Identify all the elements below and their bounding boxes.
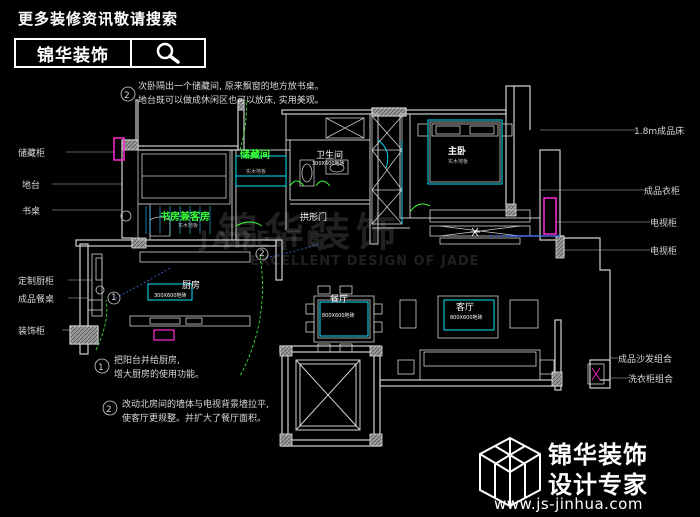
label-storage-cabinet: 储藏柜 [18, 149, 46, 159]
kitchen-magenta-stove [153, 329, 175, 341]
study-floor: 实木地板 [178, 223, 199, 229]
note-2b-line1: 改动北房间的墙体与电视背景墙拉平, [122, 400, 269, 410]
door-swings [235, 180, 431, 227]
watermark-brand: 锦华装饰 [218, 210, 402, 256]
laundry-icon [591, 367, 601, 381]
living-furniture [397, 295, 555, 381]
storage-room-outline [235, 155, 287, 187]
label-bed: 1.8m成品床 [634, 127, 685, 137]
study-bed-stripes [145, 206, 211, 234]
master-floor: 实木地板 [448, 159, 469, 165]
dining-cyan-outline [319, 301, 369, 337]
label-laundry-set: 洗衣柜组合 [628, 375, 674, 385]
bathroom-tile: 300X600地砖 [312, 161, 345, 167]
storage-floor: 实木地板 [246, 169, 267, 175]
label-dining-cabinet: 成品餐桌 [18, 295, 55, 305]
room-living: 客厅 [456, 303, 475, 313]
living-cyan-rug [443, 299, 495, 331]
corner-brand-line2: 设计专家 [548, 471, 648, 499]
plan-marker-1: 1 [111, 293, 117, 303]
search-bar[interactable]: 锦华装饰 [14, 38, 206, 68]
note-marker-text-1: 2 [124, 91, 130, 101]
label-decor-cabinet: 装饰柜 [18, 327, 46, 337]
room-bathroom: 卫生间 [316, 151, 344, 161]
room-storage: 储藏间 [240, 150, 270, 161]
cyan-door-swing [377, 139, 389, 169]
page-title: 更多装修资讯敬请搜索 [18, 10, 179, 28]
label-wardrobe: 成品衣柜 [644, 187, 681, 197]
dining-furniture [305, 285, 383, 353]
note-1-line2: 增大厨房的使用功能。 [114, 370, 205, 380]
laundry-unit [587, 363, 605, 385]
plan-marker-2: 2 [259, 249, 265, 259]
cube-logo-icon [479, 436, 541, 508]
corner-url[interactable]: www.js-jinhua.com [494, 495, 643, 513]
label-sofa-set: 成品沙发组合 [618, 355, 673, 365]
label-tv-cabinet-2: 电视柜 [650, 247, 678, 257]
note-2a-line2: 地台既可以做成休闲区也可以放床, 实用美观。 [138, 96, 324, 106]
magnifier-icon [156, 42, 180, 64]
note-2a: 次卧隔出一个储藏间, 原来飘窗的地方放书桌。 地台既可以做成休闲区也可以放床, … [138, 80, 324, 108]
tv-units [429, 225, 531, 245]
label-kitchen-cabinet: 定制厨柜 [18, 277, 55, 287]
kitchen-tile: 300X600地砖 [154, 293, 187, 299]
living-tile: 800X600地砖 [450, 315, 483, 321]
corner-brand: 锦华装饰 设计专家 [548, 440, 648, 500]
room-arch-door: 拱形门 [300, 213, 328, 223]
label-platform: 地台 [22, 181, 41, 191]
room-master-bed: 主卧 [448, 147, 467, 157]
room-study: 书房兼客房 [160, 212, 210, 223]
brand-search-label: 锦华装饰 [16, 40, 132, 66]
bathroom-fixtures [299, 117, 365, 187]
note-markers [94, 86, 269, 416]
dining-tile: 800X600地砖 [322, 313, 355, 319]
note-2a-line1: 次卧隔出一个储藏间, 原来飘窗的地方放书桌。 [138, 82, 324, 92]
tv-fan-icon [470, 227, 480, 237]
watermark-en2: EXCELLENT DESIGN OF JADE [250, 254, 480, 269]
corner-brand-line1: 锦华装饰 [548, 441, 648, 469]
study-furniture [120, 149, 231, 241]
note-callout-curves [95, 99, 263, 377]
blue-callout-curves [111, 243, 321, 301]
master-bed-furniture [371, 115, 531, 225]
note-2b-line2: 使客厅更规整。并扩大了餐厅面积。 [122, 414, 267, 424]
magenta-markers [113, 137, 557, 235]
note-1: 把阳台并给厨房, 增大厨房的使用功能。 [114, 354, 204, 382]
note-marker-text-2: 1 [98, 363, 104, 373]
room-dining: 餐厅 [330, 295, 349, 305]
elevator-shaft [295, 359, 361, 431]
room-kitchen: 厨房 [182, 281, 201, 291]
note-marker-text-3: 2 [106, 405, 112, 415]
kitchen-furniture [87, 251, 251, 327]
search-button[interactable] [132, 40, 204, 66]
kitchen-cyan-outline [147, 283, 193, 301]
master-bed-cyan-outline [427, 119, 503, 185]
label-desk: 书桌 [22, 207, 41, 217]
leader-lines [52, 129, 650, 379]
note-2b: 改动北房间的墙体与电视背景墙拉平, 使客厅更规整。并扩大了餐厅面积。 [122, 398, 269, 426]
note-1-line1: 把阳台并给厨房, [114, 356, 180, 366]
label-tv-cabinet-1: 电视柜 [650, 219, 678, 229]
